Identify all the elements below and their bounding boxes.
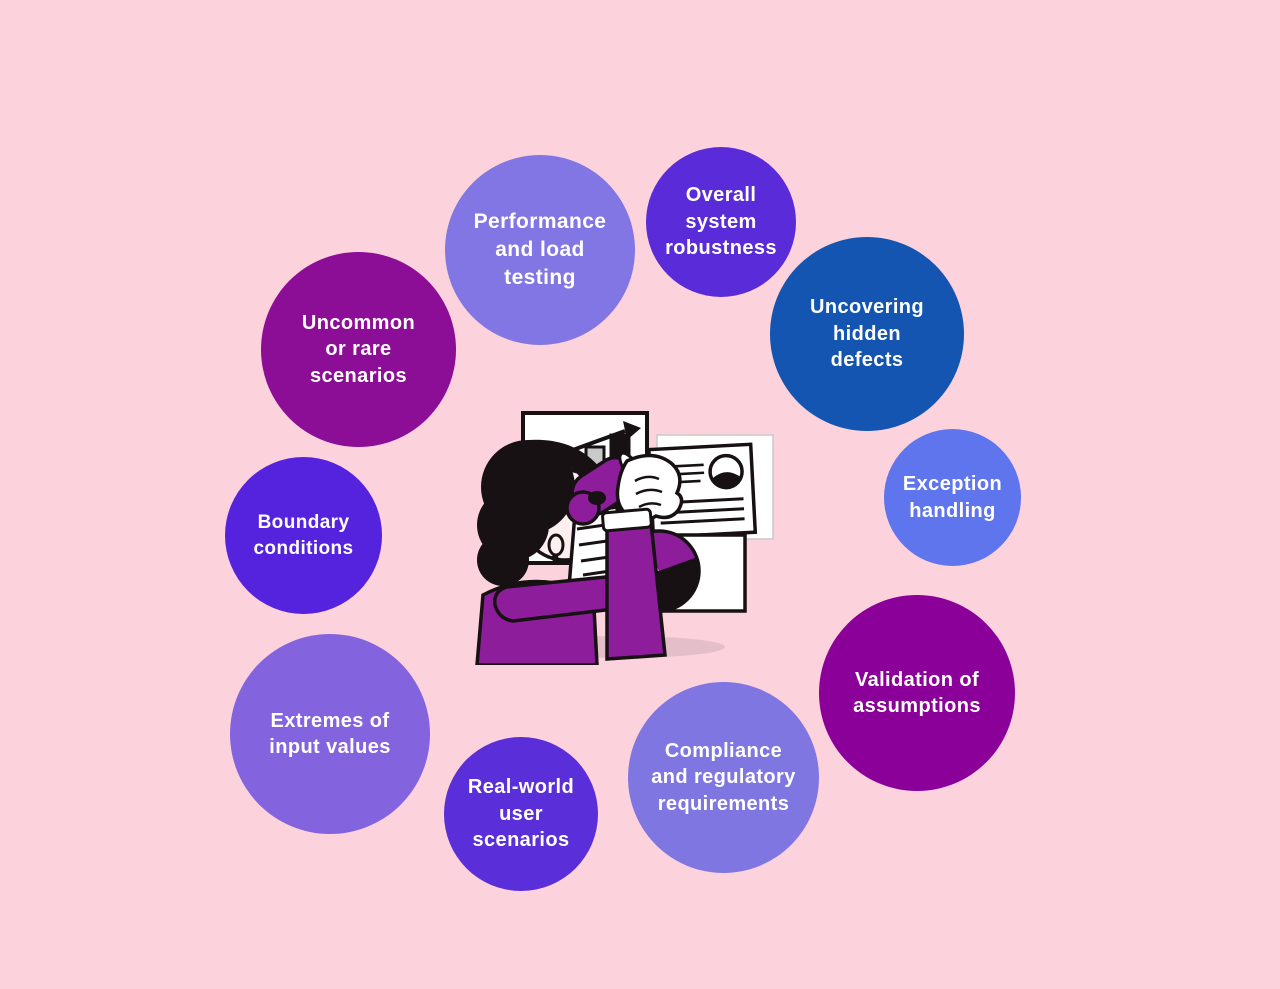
bubble-label: Exception handling <box>902 473 1003 522</box>
bubble-extremes-of-input-values: Extremes of input values <box>230 634 430 834</box>
bubble-compliance-regulatory: Compliance and regulatory requirements <box>628 682 819 873</box>
bubble-label: Extremes of input values <box>269 709 391 758</box>
bubble-label: Performance and load testing <box>473 210 607 289</box>
bubble-real-world-user-scenarios: Real-world user scenarios <box>444 737 598 891</box>
woman-with-binoculars-figure <box>475 439 684 665</box>
bubble-overall-system-robustness: Overall system robustness <box>646 147 796 297</box>
bubble-performance-load-testing: Performance and load testing <box>445 155 635 345</box>
earring-shape <box>551 554 559 562</box>
bubble-label: Boundary conditions <box>253 512 354 559</box>
bubble-label: Overall system robustness <box>665 184 777 260</box>
bubble-label: Validation of assumptions <box>853 668 981 717</box>
ear-shape <box>547 533 565 557</box>
bubble-label: Uncommon or rare scenarios <box>301 311 416 387</box>
hair-shape <box>477 439 609 586</box>
bubble-label: Uncovering hidden defects <box>809 296 925 372</box>
sleeve-cuff-shape <box>601 507 653 533</box>
bubble-exception-handling: Exception handling <box>884 429 1021 566</box>
observer-illustration <box>475 411 774 665</box>
bubble-boundary-conditions: Boundary conditions <box>225 457 382 614</box>
bubble-label: Real-world user scenarios <box>467 776 575 852</box>
bubble-label: Compliance and regulatory requirements <box>651 739 796 815</box>
bubble-uncovering-hidden-defects: Uncovering hidden defects <box>770 237 964 431</box>
bubble-uncommon-rare-scenarios: Uncommon or rare scenarios <box>261 252 456 447</box>
hand-shape <box>615 453 684 523</box>
bubble-validation-of-assumptions: Validation of assumptions <box>819 595 1015 791</box>
